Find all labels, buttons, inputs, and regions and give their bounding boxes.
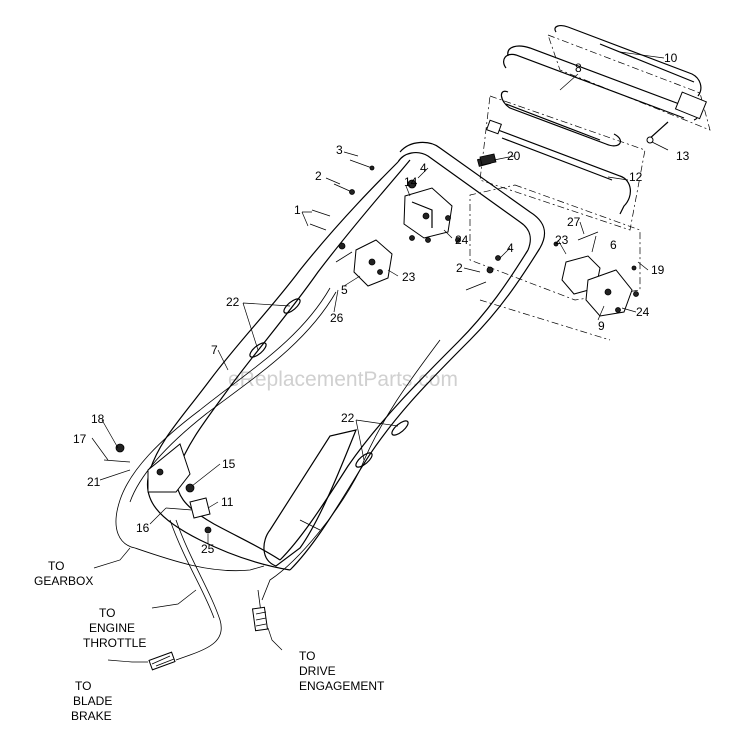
small-plate — [479, 153, 497, 166]
leader-lines — [91, 51, 669, 663]
callout-2: 2 — [456, 261, 463, 275]
callout-21: 21 — [87, 475, 101, 489]
cable-labels: TO GEARBOX TO ENGINE THROTTLE TO DRIVE E… — [34, 559, 385, 723]
callout-2: 2 — [315, 169, 322, 183]
left-bracket — [353, 239, 393, 287]
cable-ends — [148, 606, 269, 671]
callout-23: 23 — [555, 233, 569, 247]
callout-19: 19 — [651, 263, 665, 277]
callout-7: 7 — [211, 343, 218, 357]
handle-crossbar — [479, 90, 646, 231]
left-control-housing — [403, 179, 453, 239]
watermark-text: eReplacementParts.com — [228, 368, 458, 391]
callout-11: 11 — [221, 495, 234, 509]
callout-25: 25 — [201, 542, 215, 556]
callout-18: 18 — [91, 412, 105, 426]
callout-10: 10 — [664, 51, 678, 65]
label-to-blade-brake: TO BLADE BRAKE — [71, 679, 116, 723]
callout-17: 17 — [73, 432, 87, 446]
callout-20: 20 — [507, 149, 521, 163]
callout-9: 9 — [598, 319, 605, 333]
callout-numbers: 1 2 2 3 4 4 5 6 7 8 9 10 11 12 13 14 15 … — [73, 51, 690, 556]
cable-clips — [249, 298, 409, 468]
label-to-gearbox: TO GEARBOX — [34, 559, 93, 588]
label-to-drive-engagement: TO DRIVE ENGAGEMENT — [299, 649, 385, 693]
callout-12: 12 — [629, 170, 643, 184]
label-to-engine-throttle: TO ENGINE THROTTLE — [83, 606, 146, 650]
callout-23: 23 — [402, 270, 416, 284]
callout-22: 22 — [341, 411, 355, 425]
callout-3: 3 — [336, 143, 343, 157]
right-bracket — [561, 255, 633, 317]
callout-4: 4 — [420, 161, 427, 175]
callout-27: 27 — [567, 215, 581, 229]
lower-cable-bracket — [103, 443, 212, 534]
lower-handle-frame — [146, 141, 546, 571]
callout-6: 6 — [610, 238, 617, 252]
callout-24: 24 — [455, 233, 469, 247]
callout-15: 15 — [222, 457, 236, 471]
upper-handle — [503, 25, 711, 144]
callout-4: 4 — [507, 241, 514, 255]
mid-handle — [486, 119, 631, 215]
control-cables — [115, 287, 441, 661]
callout-1: 1 — [294, 203, 301, 217]
callout-16: 16 — [136, 521, 150, 535]
callout-5: 5 — [341, 283, 348, 297]
callout-14: 14 — [404, 175, 418, 189]
callout-13: 13 — [676, 149, 690, 163]
callout-8: 8 — [575, 61, 582, 75]
callout-26: 26 — [330, 311, 344, 325]
callout-22: 22 — [226, 295, 240, 309]
callout-24: 24 — [636, 305, 650, 319]
right-explode-box — [469, 184, 641, 341]
